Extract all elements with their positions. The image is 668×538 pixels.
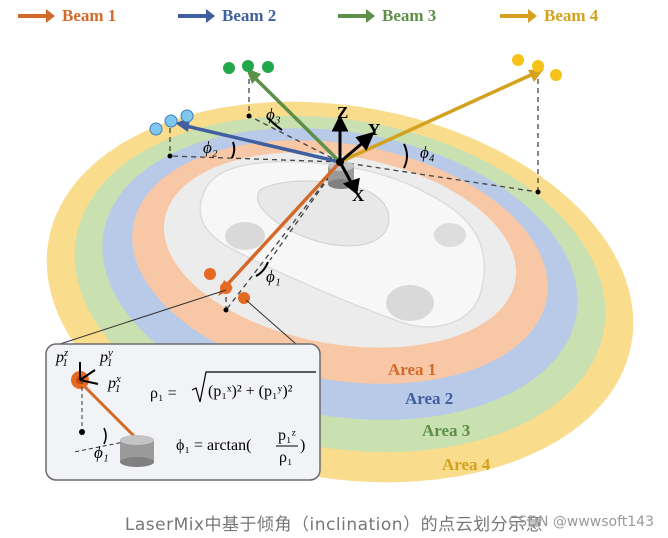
legend-beam-2: Beam 2 xyxy=(176,6,276,26)
ground-points xyxy=(167,113,541,313)
beam-2-points xyxy=(149,109,194,136)
phi3-label: ϕ₃ xyxy=(266,105,281,124)
phi-formula-end: ) xyxy=(300,437,305,454)
legend-label: Beam 3 xyxy=(382,6,437,25)
axis-y-label: Y xyxy=(368,120,380,139)
legend-label: Beam 2 xyxy=(222,6,277,25)
area-3-label: Area 3 xyxy=(422,421,470,440)
beam-4 xyxy=(339,69,544,164)
legend-beam-1: Beam 1 xyxy=(16,6,116,26)
phi-formula-num: p₁ᶻ xyxy=(278,427,297,444)
arrow-icon xyxy=(500,9,537,23)
axis-z-label: Z xyxy=(337,103,348,122)
diagram-svg: Z Y X ϕ₂ ϕ₃ ϕ₄ ϕ₁ Area 1 xyxy=(45,54,634,483)
beam-3 xyxy=(246,68,342,164)
rho-formula-lhs: ρ₁ = xyxy=(150,385,177,402)
angle-arcs xyxy=(231,117,408,277)
inset-phi1-label: ϕ₁ xyxy=(94,443,109,462)
sqrt-symbol xyxy=(191,371,316,403)
phi-formula-lhs: ϕ₁ = arctan( xyxy=(176,437,251,454)
area-4-label: Area 4 xyxy=(442,455,491,474)
coordinate-axes xyxy=(331,114,375,195)
car xyxy=(199,160,486,328)
legend-beam-3: Beam 3 xyxy=(336,6,436,26)
figure-caption: LaserMix中基于倾角（inclination）的点云划分示意 xyxy=(124,515,544,535)
beam-4-points xyxy=(512,54,562,81)
arrow-icon xyxy=(338,9,375,23)
inset-connector-right xyxy=(245,299,297,345)
legend-label: Beam 4 xyxy=(544,6,599,25)
legend-beam-4: Beam 4 xyxy=(498,6,598,26)
axis-x-label: X xyxy=(352,186,365,205)
phi2-label: ϕ₂ xyxy=(203,138,218,157)
phi-formula-den: ρ₁ xyxy=(279,449,293,466)
legend: Beam 1 Beam 2 Beam 3 Beam 4 xyxy=(0,0,668,34)
area-1-label: Area 1 xyxy=(388,360,436,379)
phi4-label: ϕ₄ xyxy=(420,143,435,162)
phi1-label: ϕ₁ xyxy=(266,267,281,286)
arrow-icon xyxy=(18,9,55,23)
legend-label: Beam 1 xyxy=(62,6,117,25)
arrow-icon xyxy=(178,9,215,23)
rho-formula-rhs: (p₁ˣ)² + (p₁ʸ)² xyxy=(208,383,293,400)
watermark: CSDN @wwwsoft143 xyxy=(508,514,654,530)
beam-3-points xyxy=(223,60,274,74)
inset-connector-left xyxy=(59,289,227,345)
area-2-label: Area 2 xyxy=(405,389,453,408)
